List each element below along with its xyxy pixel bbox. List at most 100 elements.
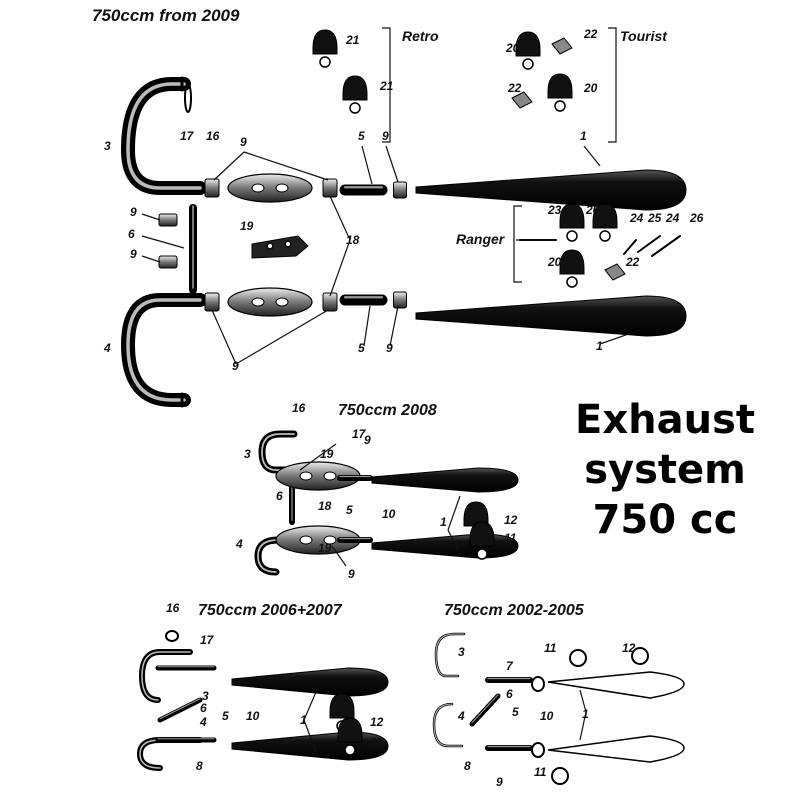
part-label-2008-0: 16 bbox=[292, 401, 306, 415]
part-label-2006-0: 16 bbox=[166, 601, 180, 615]
muffler-1-lower bbox=[415, 295, 687, 337]
part-label-2009-20: 24 bbox=[629, 211, 644, 225]
hdr-2006-upper-shine bbox=[141, 651, 191, 701]
ranger-bracket-line bbox=[513, 205, 522, 283]
part-label-2009-15: 9 bbox=[130, 247, 137, 261]
part-label-2009-9: 9 bbox=[240, 135, 247, 149]
part-label-2002-1: 7 bbox=[506, 659, 514, 673]
collector-2008-lower-bolt-a bbox=[299, 535, 313, 545]
part-label-2009-2: 20 bbox=[505, 41, 520, 55]
bracket-11-2006-hole bbox=[344, 744, 356, 756]
leader-line-4 bbox=[583, 145, 601, 167]
leader-line-20 bbox=[303, 691, 317, 721]
bracket-21-b bbox=[342, 75, 368, 101]
leader-line-0 bbox=[213, 151, 245, 181]
bracket-11-2006 bbox=[337, 717, 363, 743]
part-label-2002-0: 3 bbox=[458, 645, 465, 659]
bracket-23 bbox=[559, 203, 585, 229]
clamp-11-2002-b bbox=[551, 767, 569, 785]
section-title-2009: 750ccm from 2009 bbox=[92, 6, 240, 25]
section-title-2006-2007: 750ccm 2006+2007 bbox=[198, 602, 342, 619]
ring-2002-upper bbox=[531, 676, 545, 692]
leader-line-5 bbox=[141, 213, 161, 221]
bracket-21-a bbox=[312, 29, 338, 55]
clamp-9-h bbox=[393, 291, 407, 309]
part-label-2009-0: 21 bbox=[345, 33, 360, 47]
part-label-2006-3: 6 bbox=[200, 701, 207, 715]
part-label-2006-2: 3 bbox=[202, 689, 209, 703]
part-label-2002-4: 6 bbox=[506, 687, 513, 701]
leader-line-12 bbox=[363, 305, 371, 347]
bracket-12-2006 bbox=[329, 693, 355, 719]
clamp-11-2002-a bbox=[569, 649, 587, 667]
part-label-2002-2: 11 bbox=[544, 641, 557, 655]
bracket-20-b bbox=[547, 73, 573, 99]
header-pipe-lower-shine bbox=[126, 298, 202, 402]
part-label-2009-18: 23 bbox=[547, 203, 562, 217]
clamp-12-2002 bbox=[631, 647, 649, 665]
hdr-2002-lower-shine bbox=[433, 703, 463, 747]
collector-upper bbox=[227, 173, 313, 203]
part-label-2002-6: 5 bbox=[512, 705, 519, 719]
bracket-23-hole bbox=[566, 230, 578, 242]
clamp-9-b bbox=[158, 255, 178, 269]
part-label-2009-23: 26 bbox=[689, 211, 704, 225]
heading-750cc: 750 cc bbox=[592, 497, 738, 543]
part-label-2009-27: 9 bbox=[232, 359, 239, 373]
part-label-2009-24: 20 bbox=[547, 255, 562, 269]
part-label-2008-10: 12 bbox=[504, 513, 518, 527]
heat-shield-19-hole-b bbox=[284, 240, 292, 248]
part-label-2009-30: 1 bbox=[596, 339, 603, 353]
part-label-2009-3: 22 bbox=[583, 27, 598, 41]
group-label-ranger: Ranger bbox=[456, 231, 505, 247]
leader-line-7 bbox=[141, 255, 161, 263]
bracket-20-c bbox=[592, 203, 618, 229]
part-label-2002-5: 4 bbox=[457, 709, 465, 723]
plate-22-a bbox=[551, 37, 573, 55]
hardware-25 bbox=[637, 235, 661, 253]
bracket-12-2008 bbox=[463, 501, 489, 527]
leader-line-8 bbox=[329, 195, 351, 241]
clamp-9-c bbox=[204, 178, 220, 198]
part-label-2002-3: 12 bbox=[622, 641, 636, 655]
bracket-20-a-hole bbox=[522, 58, 534, 70]
plate-22-c bbox=[604, 263, 626, 281]
leader-line-23 bbox=[579, 711, 587, 741]
collector-upper-bolt-a bbox=[251, 183, 265, 193]
bracket-11-2008 bbox=[469, 521, 495, 547]
bracket-21-a-hole bbox=[319, 56, 331, 68]
hdr-2002-upper-shine bbox=[435, 633, 465, 677]
leader-line-17 bbox=[447, 495, 461, 531]
group-label-tourist: Tourist bbox=[620, 28, 667, 44]
bracket-20-d bbox=[559, 249, 585, 275]
retro-bracket-line bbox=[382, 27, 391, 143]
muffler-2008-upper bbox=[371, 467, 519, 493]
part-label-2006-9: 11 bbox=[370, 735, 383, 749]
tourist-bracket-line bbox=[608, 27, 617, 143]
part-label-2009-19: 20 bbox=[585, 203, 600, 217]
pipe-2006-c bbox=[157, 697, 203, 723]
bracket-20-d-hole bbox=[566, 276, 578, 288]
part-label-2009-1: 21 bbox=[379, 79, 394, 93]
clamp-9-e bbox=[204, 292, 220, 312]
collector-upper-bolt-b bbox=[275, 183, 289, 193]
hdr-2006-lower-shine bbox=[139, 739, 201, 769]
part-label-2009-11: 9 bbox=[382, 129, 389, 143]
part-label-2009-14: 6 bbox=[128, 227, 135, 241]
bracket-20-c-hole bbox=[599, 230, 611, 242]
collector-2008-lower-bolt-b bbox=[323, 535, 337, 545]
part-label-2008-7: 5 bbox=[346, 503, 353, 517]
section-title-2002-2005: 750ccm 2002-2005 bbox=[444, 602, 584, 619]
part-label-2009-5: 20 bbox=[583, 81, 598, 95]
muffler-2002-lower bbox=[547, 735, 685, 763]
cross-2002 bbox=[469, 693, 501, 727]
part-label-2008-13: 19 bbox=[318, 541, 332, 555]
bracket-20-b-hole bbox=[554, 100, 566, 112]
part-label-2008-3: 3 bbox=[244, 447, 251, 461]
part-label-2009-12: 1 bbox=[580, 129, 587, 143]
muffler-2006-upper bbox=[231, 667, 389, 697]
gasket-2006 bbox=[165, 630, 179, 642]
clamp-9-d bbox=[322, 178, 338, 198]
leader-line-1 bbox=[243, 151, 329, 181]
